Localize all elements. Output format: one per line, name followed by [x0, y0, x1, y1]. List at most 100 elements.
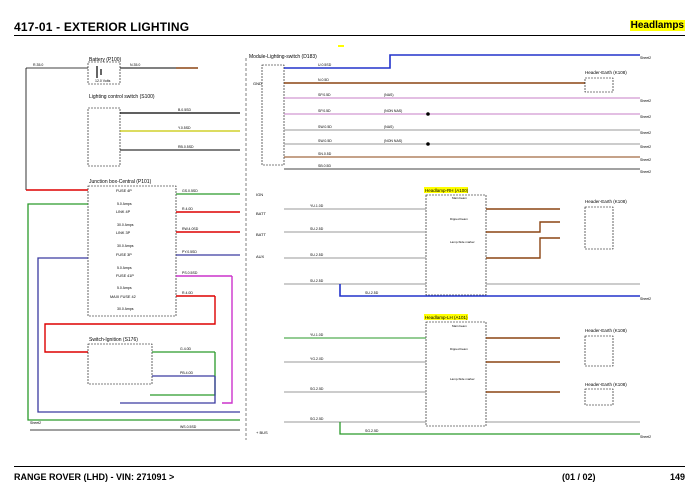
sheet-ref-6: Sheet2: [640, 158, 651, 162]
headlamp-lh-label: Headlamp-LH (A101): [425, 315, 468, 320]
wire-green-loop: [27, 203, 240, 421]
label-non-nas-2: (NON NAS): [384, 139, 402, 143]
terminal-batt-1: BATT: [256, 211, 266, 216]
battery-label: Battery (P100): [89, 57, 122, 63]
lh-main-beam: Main beam: [452, 324, 467, 328]
wire-label-battery: N.35.0: [130, 63, 140, 67]
wire-label-su25b: SU.2.5D: [310, 253, 324, 257]
label-nas-2: (NAS): [384, 125, 394, 129]
terminal-aux: AUX: [256, 254, 265, 259]
lighting-switch-block: Lighting control switch (S100) B.0.5SD Y…: [87, 94, 240, 167]
wire-label-py05: PY.0.5SD: [182, 250, 197, 254]
footer-rule: [14, 466, 685, 467]
label-nas-1: (NAS): [384, 93, 394, 97]
wire-label-sp05a: SP.0.5D: [318, 93, 331, 97]
wire-label-u05: U.0.5SD: [318, 63, 332, 67]
wire-label-su25a: SU.2.5D: [310, 227, 324, 231]
link-4p-rating: 30.0 Amps: [117, 223, 134, 227]
wire-label-sg25a: SG.2.5D: [310, 387, 324, 391]
battery-block: Battery (P100) 12.0 Volts N.35.0: [87, 57, 198, 85]
wire-blue-loop: [37, 257, 240, 413]
label-non-nas-1: (NON NAS): [384, 109, 402, 113]
module-lighting-label: Module-Lighting-switch (D183): [249, 54, 317, 60]
ignition-switch-label: Switch-Ignition (S176): [89, 337, 138, 343]
wire-u-bottom-rh: [339, 284, 640, 297]
wire-label-ps05: PS.0.5SD: [182, 271, 198, 275]
wire-label-yu10-lh: YU.1.0D: [310, 333, 324, 337]
footer-vehicle: RANGE ROVER (LHD) - VIN: 271091 >: [14, 472, 175, 482]
wire-label-su25c: SU.2.5D: [310, 279, 324, 283]
fuse-41p: FUSE 41P: [116, 274, 134, 278]
yellow-marker: [338, 45, 344, 47]
fuse-3p: FUSE 3P: [116, 253, 132, 257]
header-earth-label-1: Header-Earth (K108): [585, 70, 627, 75]
wire-label-sw05a: SW.0.5D: [318, 125, 332, 129]
wire-label-ws05: WS.0.5SD: [180, 425, 197, 429]
fuse-4p-rating: 5.0 Amps: [117, 202, 132, 206]
footer-page-number: 149: [669, 472, 685, 482]
rh-side-lamp: Lamp-Side marker: [450, 240, 475, 244]
wire-label-r35: R.35.0: [33, 63, 43, 67]
wire-label-g40: G.4.0D: [180, 347, 192, 351]
header-earth-label-3: Header-Earth (K108): [585, 328, 627, 333]
wire-red-loop: [44, 296, 216, 353]
sheet-ref-left: Sheet2: [30, 421, 41, 425]
wire-u05: [284, 54, 640, 69]
terminal-ign: IGN: [256, 192, 263, 197]
wire-label-rw40: RW.4.0SD: [182, 227, 199, 231]
section-badge: Headlamps: [629, 20, 685, 31]
wire-label-y05: Y.0.5SD: [178, 126, 191, 130]
wire-label-sn05: SN.0.5D: [318, 152, 332, 156]
wire-label-n05: N.0.5D: [318, 78, 329, 82]
terminal-batt-2: BATT: [256, 232, 266, 237]
wire-label-r40: R.4.0D: [182, 207, 193, 211]
header-earth-rh: Header-Earth (K108): [584, 199, 627, 250]
wire-magenta: [222, 276, 233, 404]
lh-dipped-beam: Dipped beam: [450, 347, 468, 351]
sheet-ref-9: Sheet2: [640, 435, 651, 439]
terminal-gnd: GND: [253, 81, 262, 86]
link-3p-rating: 30.0 Amps: [117, 244, 134, 248]
headlamp-lh-block: Headlamp-LH (A101) Main beam Dipped beam…: [424, 314, 487, 427]
wire-label-su25d: SU.2.5D: [365, 291, 379, 295]
sheet-ref-8: Sheet2: [640, 297, 651, 301]
header-rule: [14, 35, 685, 36]
sheet-ref-7: Sheet2: [640, 170, 651, 174]
lh-side-lamp: Lamp-Side marker: [450, 377, 475, 381]
wire-label-sp05b: SP.0.5D: [318, 109, 331, 113]
battery-voltage: 12.0 Volts: [95, 79, 111, 83]
wire-label-gs05: GS.0.5SD: [182, 189, 198, 193]
terminal-bus: + BUS: [256, 430, 268, 435]
wire-label-b05: B.0.5SD: [178, 108, 192, 112]
header-earth-top: Header-Earth (K108): [584, 70, 627, 93]
fuse-4p: FUSE 4P: [116, 189, 132, 193]
wire-label-sg25b: SG.2.5D: [310, 417, 324, 421]
wire-label-pb40: PB.4.0D: [180, 371, 194, 375]
wire-label-sg25c: SG.2.5D: [365, 429, 379, 433]
maxi-fuse-42-rating: 30.0 Amps: [117, 307, 134, 311]
maxi-fuse-42: MAXI FUSE 42: [110, 295, 136, 299]
sheet-ref-1: Sheet2: [640, 56, 651, 60]
junction-box-block: Junction box-Central (P101) GS.0.5SD R.4…: [26, 179, 240, 317]
rh-dipped-beam: Dipped beam: [450, 217, 468, 221]
link-3p: LINK 3P: [116, 231, 131, 235]
fuse-3p-rating: 5.0 Amps: [117, 266, 132, 270]
wire-label-rb05: RB.0.5SD: [178, 145, 194, 149]
header-earth-label-2: Header-Earth (K108): [585, 199, 627, 204]
ignition-switch-block: Switch-Ignition (S176) G.4.0D PB.4.0D: [87, 337, 216, 404]
lighting-switch-label: Lighting control switch (S100): [89, 94, 155, 100]
header-earth-label-4: Header-Earth (K108): [585, 382, 627, 387]
rh-main-beam: Main beam: [452, 196, 467, 200]
headlamp-rh-label: Headlamp-RH (A100): [425, 188, 469, 193]
junction-box-label: Junction box-Central (P101): [89, 179, 152, 185]
fuse-41p-rating: 5.0 Amps: [117, 286, 132, 290]
header-earth-lh: Header-Earth (K108) Header-Earth (K108): [584, 328, 627, 406]
wire-label-sb05: SB.0.5D: [318, 164, 332, 168]
module-lighting-block: Module-Lighting-switch (D183): [249, 54, 317, 166]
sheet-ref-4: Sheet2: [640, 131, 651, 135]
sheet-ref-2: Sheet2: [640, 99, 651, 103]
link-4p: LINK 4P: [116, 210, 131, 214]
wire-label-yg20: YG.2.0D: [310, 357, 324, 361]
footer-page-of: (01 / 02): [562, 472, 596, 482]
